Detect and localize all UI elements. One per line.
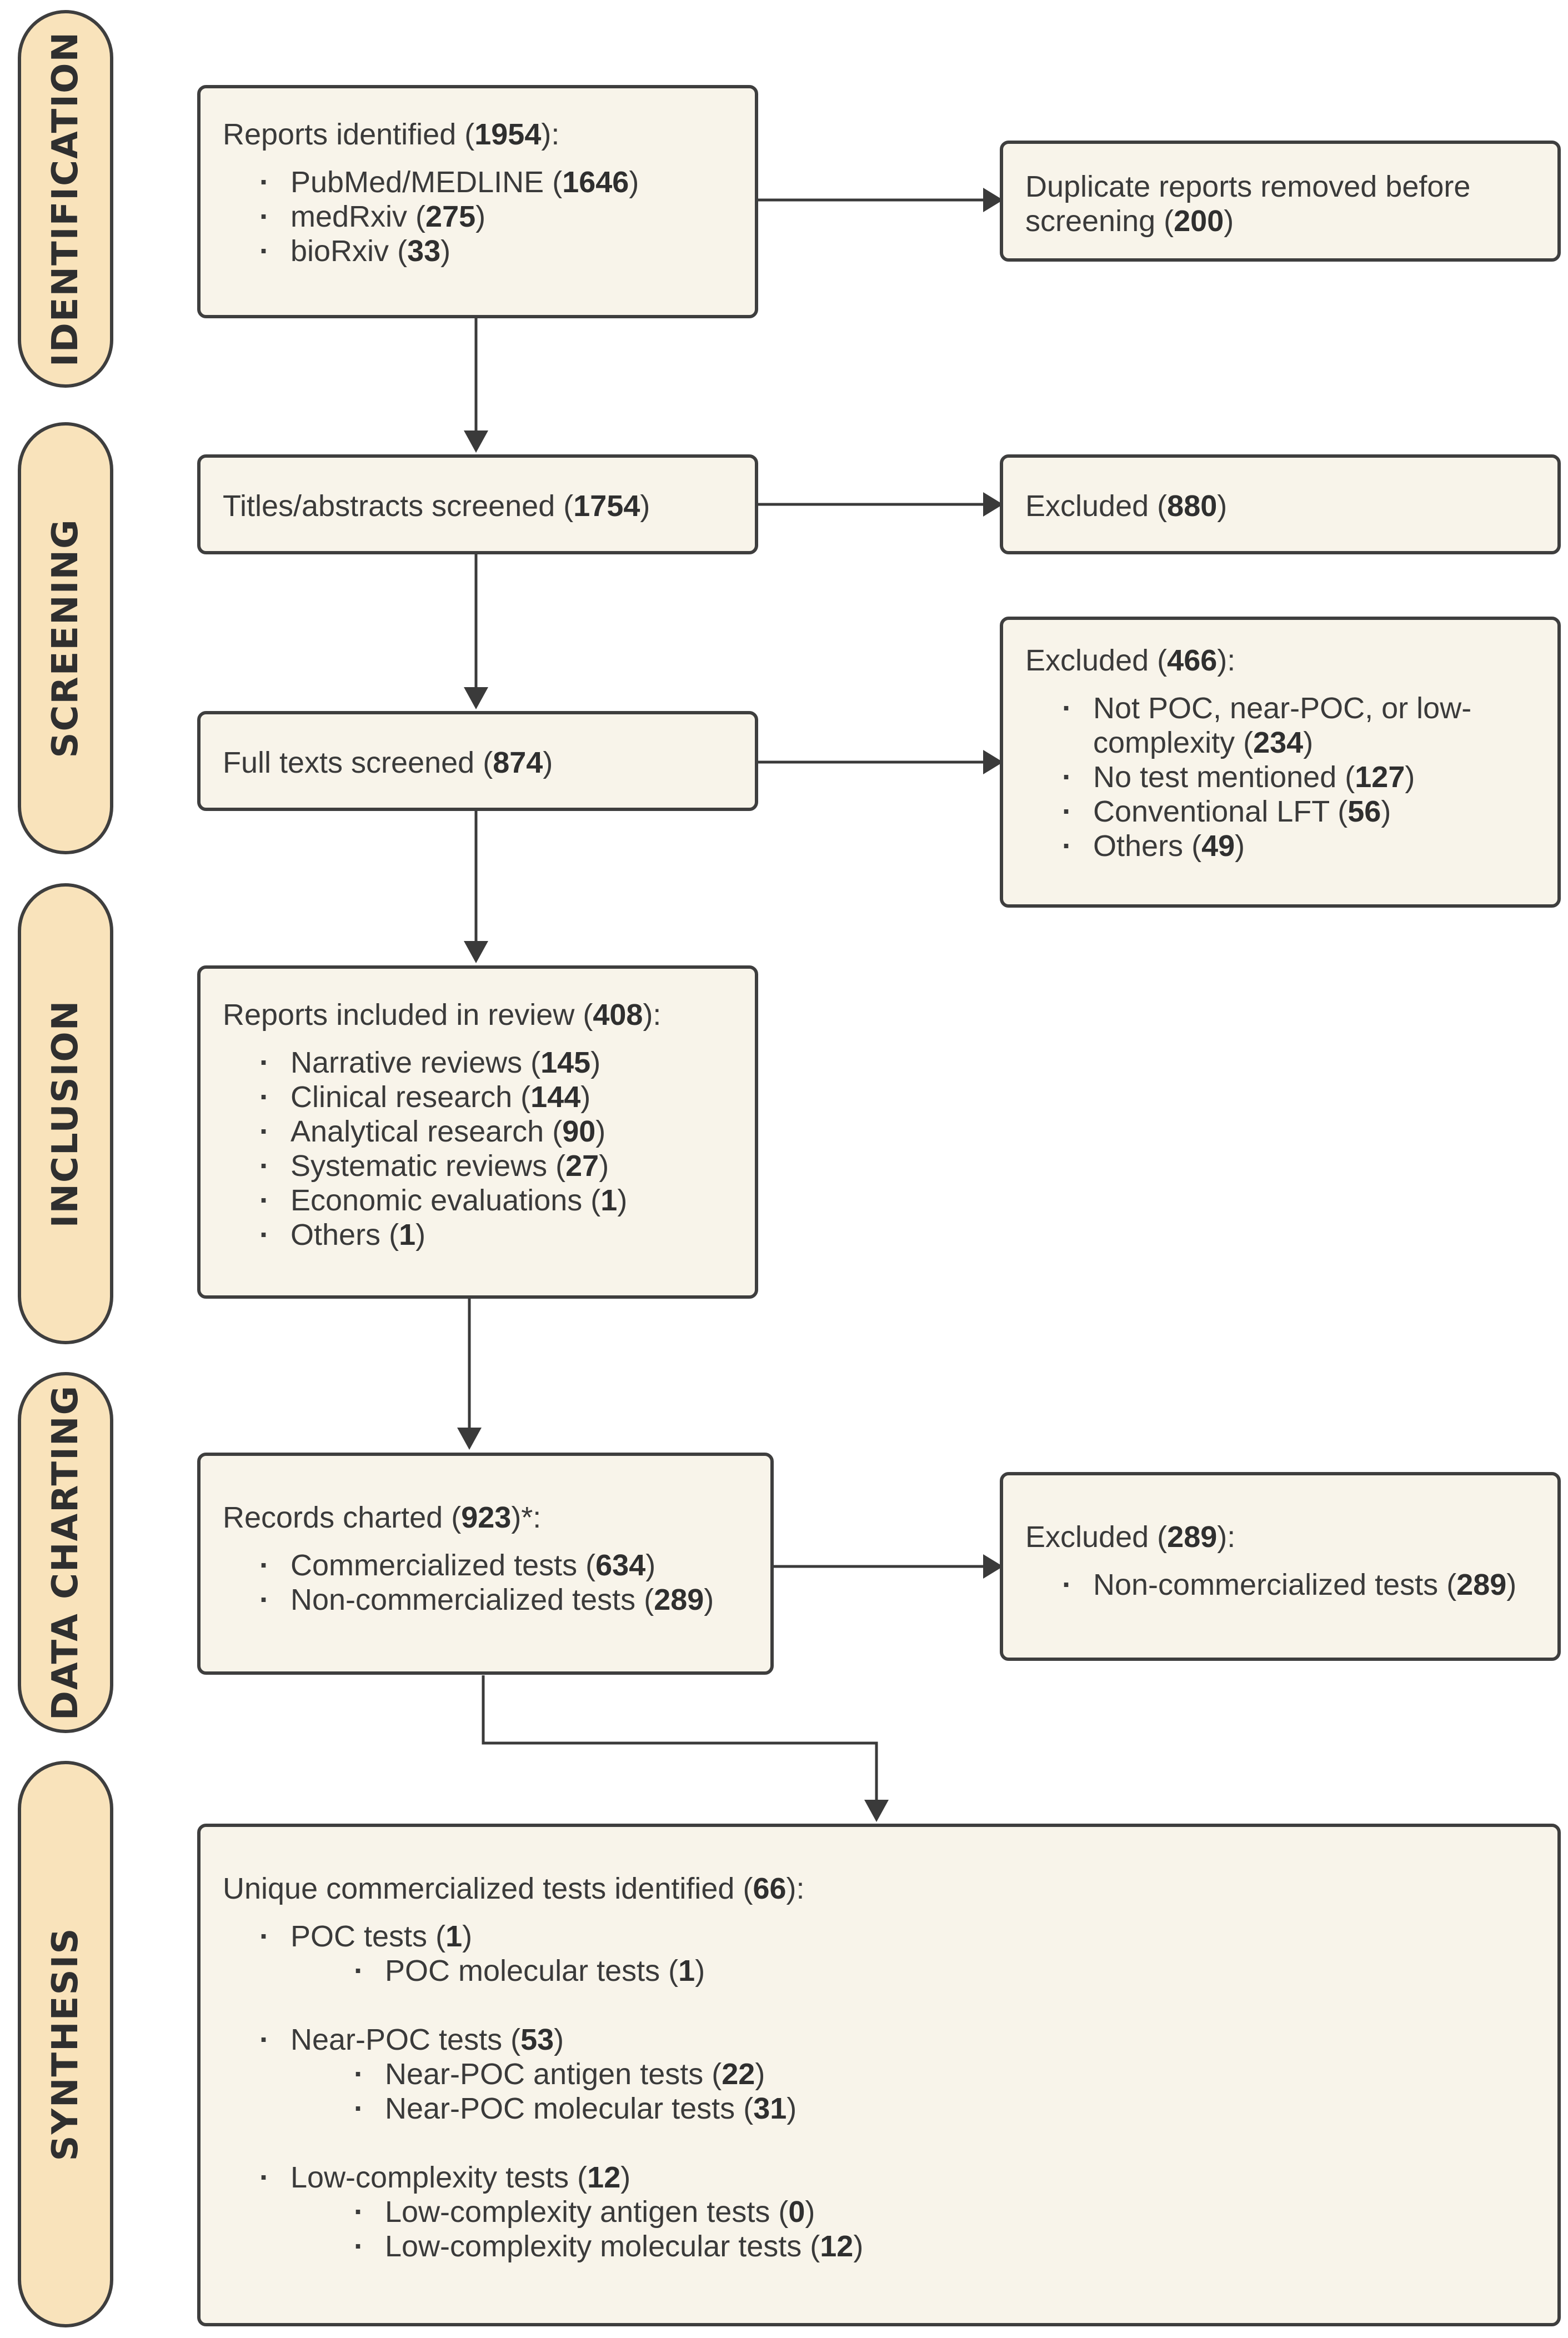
list-item: Clinical research (144) bbox=[223, 1080, 733, 1114]
box-reports-identified: Reports identified (1954): PubMed/MEDLIN… bbox=[197, 85, 758, 318]
fulltexts-screened-text: Full texts screened (874) bbox=[223, 746, 553, 779]
box-fulltexts-screened: Full texts screened (874) bbox=[197, 711, 758, 811]
list-item: medRxiv (275) bbox=[223, 199, 733, 234]
stage-screening: SCREENING bbox=[18, 422, 113, 854]
identified-title: Reports identified (1954): bbox=[223, 118, 560, 151]
synthesis-title: Unique commercialized tests identified (… bbox=[223, 1872, 805, 1905]
arrowhead bbox=[464, 687, 488, 709]
list-item: Non-commercialized tests (289) bbox=[223, 1583, 748, 1617]
list-item: Analytical research (90) bbox=[223, 1114, 733, 1149]
list-item: POC tests (1) bbox=[223, 1919, 1535, 1954]
stage-identification: IDENTIFICATION bbox=[18, 10, 113, 388]
included-title: Reports included in review (408): bbox=[223, 998, 662, 1032]
list-item: PubMed/MEDLINE (1646) bbox=[223, 165, 733, 199]
box-excluded-fulltexts: Excluded (466): Not POC, near-POC, or lo… bbox=[1000, 617, 1561, 908]
arrowhead bbox=[983, 492, 1003, 517]
box-excluded-titles: Excluded (880) bbox=[1000, 454, 1561, 554]
list-item: Near-POC tests (53) bbox=[223, 2022, 1535, 2057]
arrowhead bbox=[864, 1800, 889, 1822]
box-unique-commercialized-tests: Unique commercialized tests identified (… bbox=[197, 1824, 1561, 2326]
list-subitem: Near-POC antigen tests (22) bbox=[223, 2057, 1535, 2091]
list-item: No test mentioned (127) bbox=[1025, 760, 1535, 794]
excluded-charting-list: Non-commercialized tests (289) bbox=[1025, 1568, 1535, 1602]
box-duplicates-removed: Duplicate reports removed before screeni… bbox=[1000, 141, 1561, 262]
arrowhead bbox=[464, 430, 488, 453]
titles-screened-text: Titles/abstracts screened (1754) bbox=[223, 489, 650, 523]
stage-data-charting: DATA CHARTING bbox=[18, 1372, 113, 1733]
list-item: Low-complexity tests (12) bbox=[223, 2160, 1535, 2195]
list-item: Economic evaluations (1) bbox=[223, 1183, 733, 1218]
arrowhead bbox=[457, 1428, 482, 1450]
charted-list: Commercialized tests (634) Non-commercia… bbox=[223, 1548, 748, 1617]
included-list: Narrative reviews (145) Clinical researc… bbox=[223, 1045, 733, 1252]
stage-synthesis: SYNTHESIS bbox=[18, 1761, 113, 2327]
list-item: Narrative reviews (145) bbox=[223, 1045, 733, 1080]
charted-title: Records charted (923)*: bbox=[223, 1501, 542, 1534]
list-item: Others (1) bbox=[223, 1218, 733, 1252]
list-item: Commercialized tests (634) bbox=[223, 1548, 748, 1583]
excluded-fulltexts-list: Not POC, near-POC, or low-complexity (23… bbox=[1025, 691, 1535, 863]
arrowhead bbox=[464, 941, 488, 963]
synthesis-list: POC tests (1) POC molecular tests (1) Ne… bbox=[223, 1919, 1535, 2264]
list-item: Non-commercialized tests (289) bbox=[1025, 1568, 1535, 1602]
box-reports-included: Reports included in review (408): Narrat… bbox=[197, 965, 758, 1299]
arrowhead bbox=[983, 188, 1003, 212]
excluded-titles-text: Excluded (880) bbox=[1025, 489, 1228, 523]
arrow-charted-to-synthesis bbox=[482, 1675, 878, 1800]
duplicates-text: Duplicate reports removed before screeni… bbox=[1025, 170, 1471, 238]
arrowhead bbox=[983, 750, 1003, 774]
list-item: Others (49) bbox=[1025, 829, 1535, 863]
excluded-fulltexts-title: Excluded (466): bbox=[1025, 644, 1236, 677]
arrowhead bbox=[983, 1554, 1003, 1579]
list-subitem: Near-POC molecular tests (31) bbox=[223, 2091, 1535, 2126]
box-records-charted: Records charted (923)*: Commercialized t… bbox=[197, 1453, 774, 1675]
box-titles-screened: Titles/abstracts screened (1754) bbox=[197, 454, 758, 554]
stage-inclusion: INCLUSION bbox=[18, 883, 113, 1344]
identified-source-list: PubMed/MEDLINE (1646) medRxiv (275) bioR… bbox=[223, 165, 733, 268]
list-item: bioRxiv (33) bbox=[223, 234, 733, 268]
list-subitem: POC molecular tests (1) bbox=[223, 1954, 1535, 1988]
list-item: Systematic reviews (27) bbox=[223, 1149, 733, 1183]
list-item: Conventional LFT (56) bbox=[1025, 794, 1535, 829]
list-item: Not POC, near-POC, or low-complexity (23… bbox=[1025, 691, 1535, 760]
list-subitem: Low-complexity antigen tests (0) bbox=[223, 2195, 1535, 2229]
excluded-charting-title: Excluded (289): bbox=[1025, 1520, 1236, 1554]
box-excluded-charting: Excluded (289): Non-commercialized tests… bbox=[1000, 1472, 1561, 1661]
list-subitem: Low-complexity molecular tests (12) bbox=[223, 2229, 1535, 2264]
